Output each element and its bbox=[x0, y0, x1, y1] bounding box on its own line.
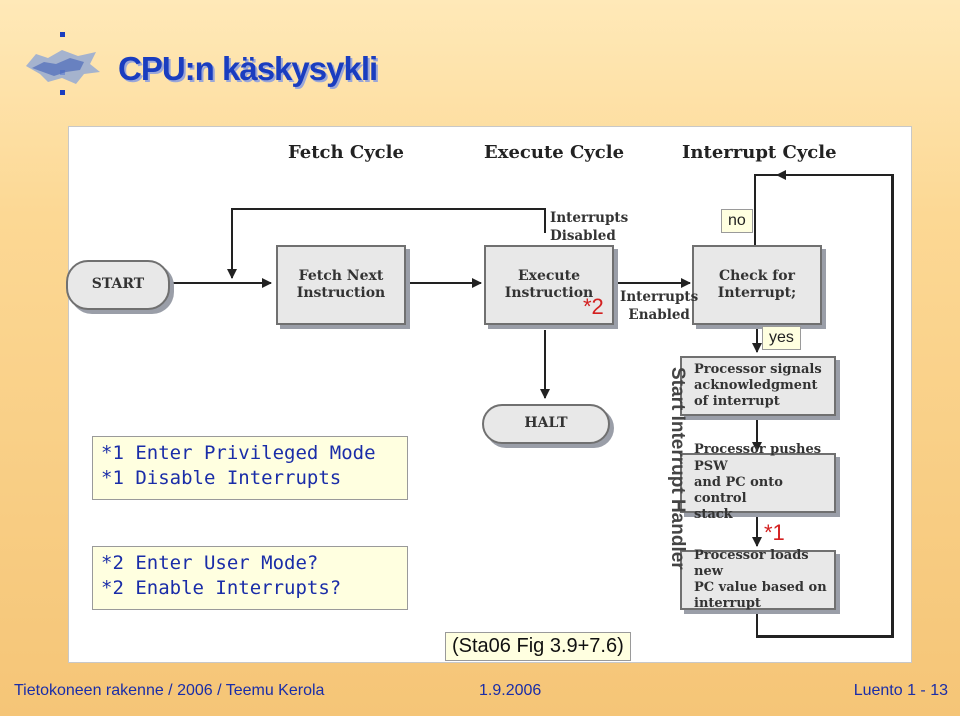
interrupts-disabled-label: Interrupts Disabled bbox=[550, 210, 629, 244]
interrupt-cycle-header: Interrupt Cycle bbox=[682, 142, 837, 163]
interrupts-enabled-label: Interrupts Enabled bbox=[620, 289, 699, 323]
note-line: *2 Enable Interrupts? bbox=[101, 577, 342, 599]
fetch-next-instruction-node: Fetch Next Instruction bbox=[276, 245, 406, 325]
fetch-cycle-header: Fetch Cycle bbox=[288, 142, 404, 163]
processor-pushes-node: Processor pushes PSW and PC onto control… bbox=[680, 442, 836, 522]
slide-title: CPU:n käskysykli bbox=[118, 50, 378, 87]
user-mode-note: *2 Enter User Mode? *2 Enable Interrupts… bbox=[92, 546, 408, 610]
processor-signals-node: Processor signals acknowledgment of inte… bbox=[680, 356, 836, 416]
footer-center: 1.9.2006 bbox=[479, 682, 542, 699]
footer-left: Tietokoneen rakenne / 2006 / Teemu Kerol… bbox=[14, 682, 325, 699]
university-logo-icon bbox=[26, 32, 100, 95]
footer-right: Luento 1 - 13 bbox=[853, 682, 948, 699]
note-line: *1 Disable Interrupts bbox=[101, 467, 342, 489]
halt-node: HALT bbox=[482, 404, 610, 444]
check-for-interrupt-node: Check for Interrupt; bbox=[692, 245, 822, 325]
start-node: START bbox=[66, 260, 170, 310]
star1-marker: *1 bbox=[764, 520, 785, 545]
source-citation: (Sta06 Fig 3.9+7.6) bbox=[445, 632, 631, 661]
processor-loads-node: Processor loads new PC value based on in… bbox=[680, 548, 836, 611]
privileged-mode-note: *1 Enter Privileged Mode *1 Disable Inte… bbox=[92, 436, 408, 500]
execute-instruction-node: Execute Instruction bbox=[484, 245, 614, 325]
execute-cycle-header: Execute Cycle bbox=[484, 142, 625, 163]
star2-marker: *2 bbox=[583, 294, 604, 319]
start-interrupt-handler-label: Start Interrupt Handler bbox=[667, 367, 688, 570]
yes-label: yes bbox=[762, 326, 801, 350]
note-line: *1 Enter Privileged Mode bbox=[101, 442, 376, 464]
no-label: no bbox=[721, 209, 753, 233]
note-line: *2 Enter User Mode? bbox=[101, 552, 319, 574]
